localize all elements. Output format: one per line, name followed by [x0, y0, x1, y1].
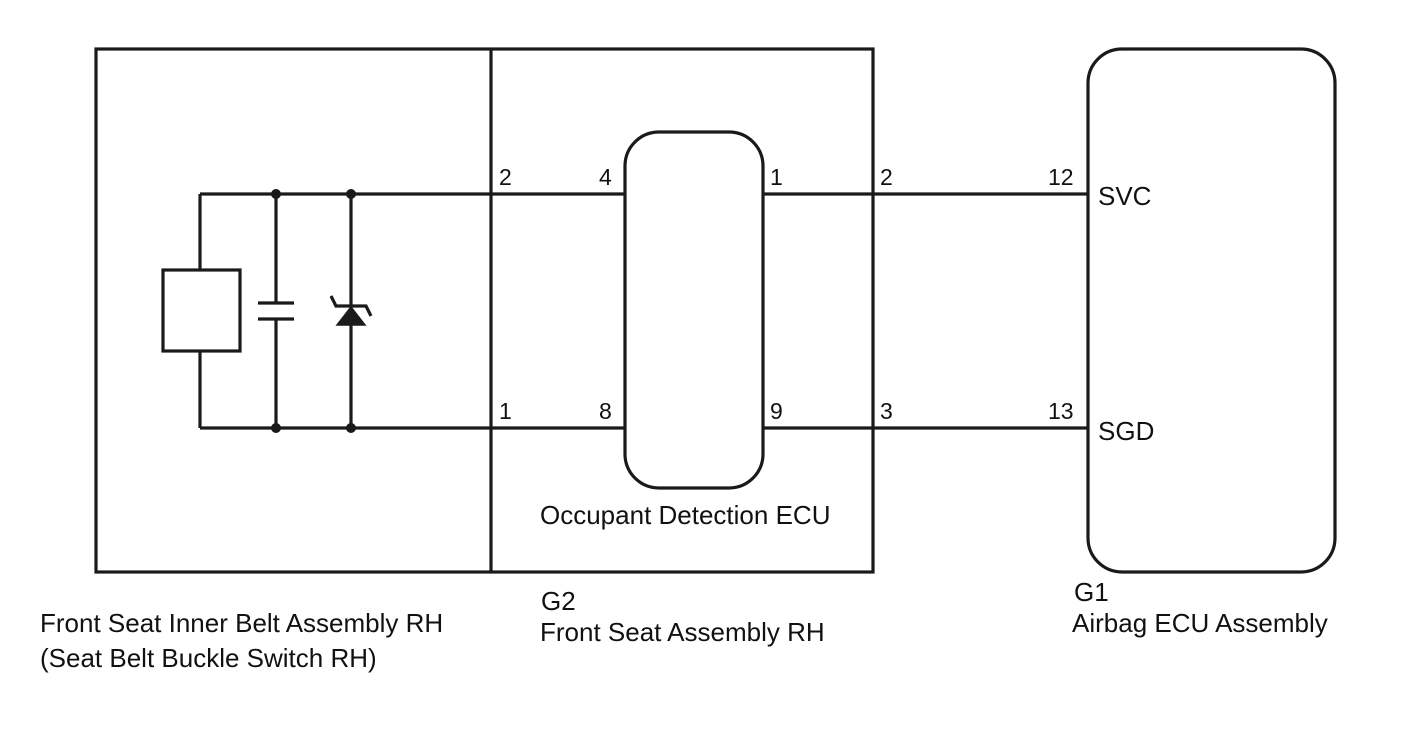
front-seat-name: Front Seat Assembly RH: [540, 617, 825, 647]
pin-seat-bottom: 1: [499, 398, 512, 424]
occupant-ecu-label: Occupant Detection ECU: [540, 500, 830, 530]
terminal-svc: SVC: [1098, 181, 1151, 211]
zener-diode-icon: [335, 305, 367, 326]
junction-dot: [346, 423, 356, 433]
pin-airbag-top: 12: [1048, 164, 1074, 190]
airbag-code: G1: [1074, 577, 1109, 607]
pin-seat-out-bottom: 3: [880, 398, 893, 424]
terminal-sgd: SGD: [1098, 416, 1154, 446]
pin-ecu-right-top: 1: [770, 164, 783, 190]
occupant-detection-ecu-box: [623, 130, 765, 490]
pin-ecu-left-bottom: 8: [599, 398, 612, 424]
airbag-name: Airbag ECU Assembly: [1072, 608, 1328, 638]
front-seat-code: G2: [541, 586, 576, 616]
pin-ecu-right-bottom: 9: [770, 398, 783, 424]
pin-seat-out-top: 2: [880, 164, 893, 190]
front-seat-assembly-box: [94, 47, 875, 574]
pin-seat-top: 2: [499, 164, 512, 190]
buckle-switch-label-line1: Front Seat Inner Belt Assembly RH: [40, 608, 443, 638]
buckle-switch-label-line2: (Seat Belt Buckle Switch RH): [40, 643, 377, 673]
junction-dot: [346, 189, 356, 199]
pin-ecu-left-top: 4: [599, 164, 612, 190]
pin-airbag-bottom: 13: [1048, 398, 1074, 424]
junction-dot: [271, 423, 281, 433]
junction-dot: [271, 189, 281, 199]
resistor-icon: [161, 268, 242, 353]
airbag-ecu-box: [1086, 47, 1337, 574]
buckle-switch-circuit: [161, 189, 625, 433]
